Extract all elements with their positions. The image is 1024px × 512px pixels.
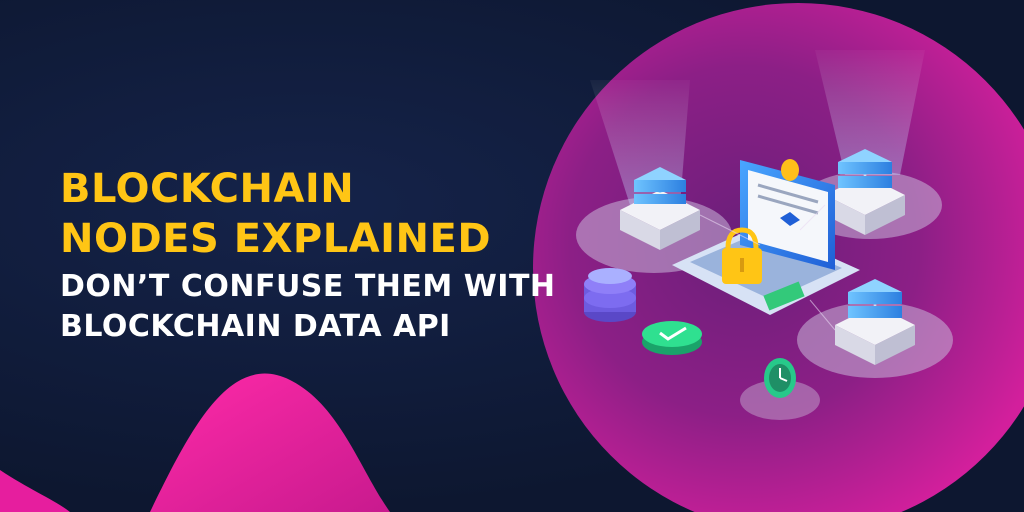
coin-stack bbox=[584, 268, 636, 322]
subheadline-line-1: DON’T CONFUSE THEM WITH bbox=[60, 269, 556, 304]
headline-line-1: BLOCKCHAIN bbox=[60, 166, 355, 212]
padlock bbox=[722, 227, 762, 284]
network-line bbox=[699, 214, 761, 246]
coin bbox=[781, 159, 799, 181]
headline-line-2: NODES EXPLAINED bbox=[60, 216, 492, 262]
check-token bbox=[642, 321, 702, 355]
server-stack-right-bottom bbox=[835, 279, 915, 365]
cash-bundle bbox=[763, 281, 805, 311]
platform-ellipse bbox=[740, 380, 820, 420]
clock-token bbox=[764, 358, 796, 398]
light-beam bbox=[815, 50, 925, 175]
magenta-mound bbox=[150, 373, 390, 512]
magenta-sliver bbox=[0, 470, 70, 512]
network-line bbox=[809, 299, 836, 331]
server-stack-left bbox=[620, 167, 700, 250]
subheadline-line-2: BLOCKCHAIN DATA API bbox=[60, 309, 451, 344]
network-line bbox=[799, 204, 826, 231]
